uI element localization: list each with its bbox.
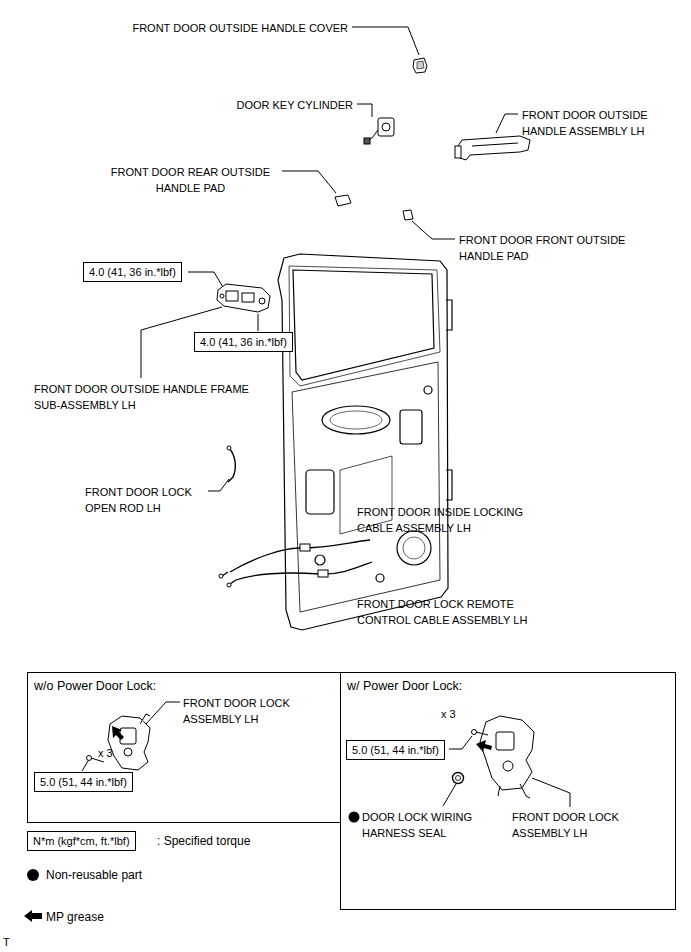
part-name: DOOR LOCK WIRING HARNESS SEAL xyxy=(362,809,487,841)
part-name: FRONT DOOR OUTSIDE HANDLE COVER xyxy=(132,20,348,36)
quantity-note: x 3 xyxy=(441,706,456,722)
legend-text: : Specified torque xyxy=(157,833,250,849)
part-name: FRONT DOOR REAR OUTSIDE HANDLE PAD xyxy=(103,164,278,196)
part-name: DOOR KEY CYLINDER xyxy=(236,97,353,113)
torque-value: 5.0 (51, 44 in.*lbf) xyxy=(352,743,439,757)
part-name: FRONT DOOR LOCK REMOTE CONTROL CABLE ASS… xyxy=(357,596,542,628)
torque-value: 4.0 (41, 36 in.*lbf) xyxy=(89,265,176,279)
quantity-note: T xyxy=(3,934,10,950)
legend-text: MP grease xyxy=(46,909,104,925)
part-name: FRONT DOOR LOCK ASSEMBLY LH xyxy=(512,809,642,841)
torque-value: N*m (kgf*cm, ft.*lbf) xyxy=(33,834,130,848)
part-name: FRONT DOOR INSIDE LOCKING CABLE ASSEMBLY… xyxy=(357,504,537,536)
variant-panel: w/o Power Door Lock: 5.0 (51, 44 in.*lbf) xyxy=(27,672,341,823)
legend-text: Non-reusable part xyxy=(46,867,142,883)
panel-heading: w/o Power Door Lock: xyxy=(34,678,334,694)
quantity-note: x 3 xyxy=(98,745,113,761)
torque-value: 4.0 (41, 36 in.*lbf) xyxy=(200,335,287,349)
torque-value: 5.0 (51, 44 in.*lbf) xyxy=(40,775,127,789)
part-name: FRONT DOOR FRONT OUTSIDE HANDLE PAD xyxy=(459,232,639,264)
part-name: FRONT DOOR LOCK ASSEMBLY LH xyxy=(183,695,313,727)
part-name: FRONT DOOR OUTSIDE HANDLE ASSEMBLY LH xyxy=(522,107,667,139)
part-name: FRONT DOOR LOCK OPEN ROD LH xyxy=(85,484,205,516)
torque-box: 4.0 (41, 36 in.*lbf) xyxy=(194,332,293,352)
panel-heading: w/ Power Door Lock: xyxy=(347,678,669,694)
torque-box: N*m (kgf*cm, ft.*lbf) xyxy=(27,831,136,851)
torque-box: 5.0 (51, 44 in.*lbf) xyxy=(346,740,445,760)
torque-box: 4.0 (41, 36 in.*lbf) xyxy=(83,262,182,282)
part-name: FRONT DOOR OUTSIDE HANDLE FRAME SUB-ASSE… xyxy=(34,381,264,413)
torque-box: 5.0 (51, 44 in.*lbf) xyxy=(34,772,133,792)
variant-panel: w/ Power Door Lock: 5.0 (51, 44 in.*lbf) xyxy=(340,672,676,910)
